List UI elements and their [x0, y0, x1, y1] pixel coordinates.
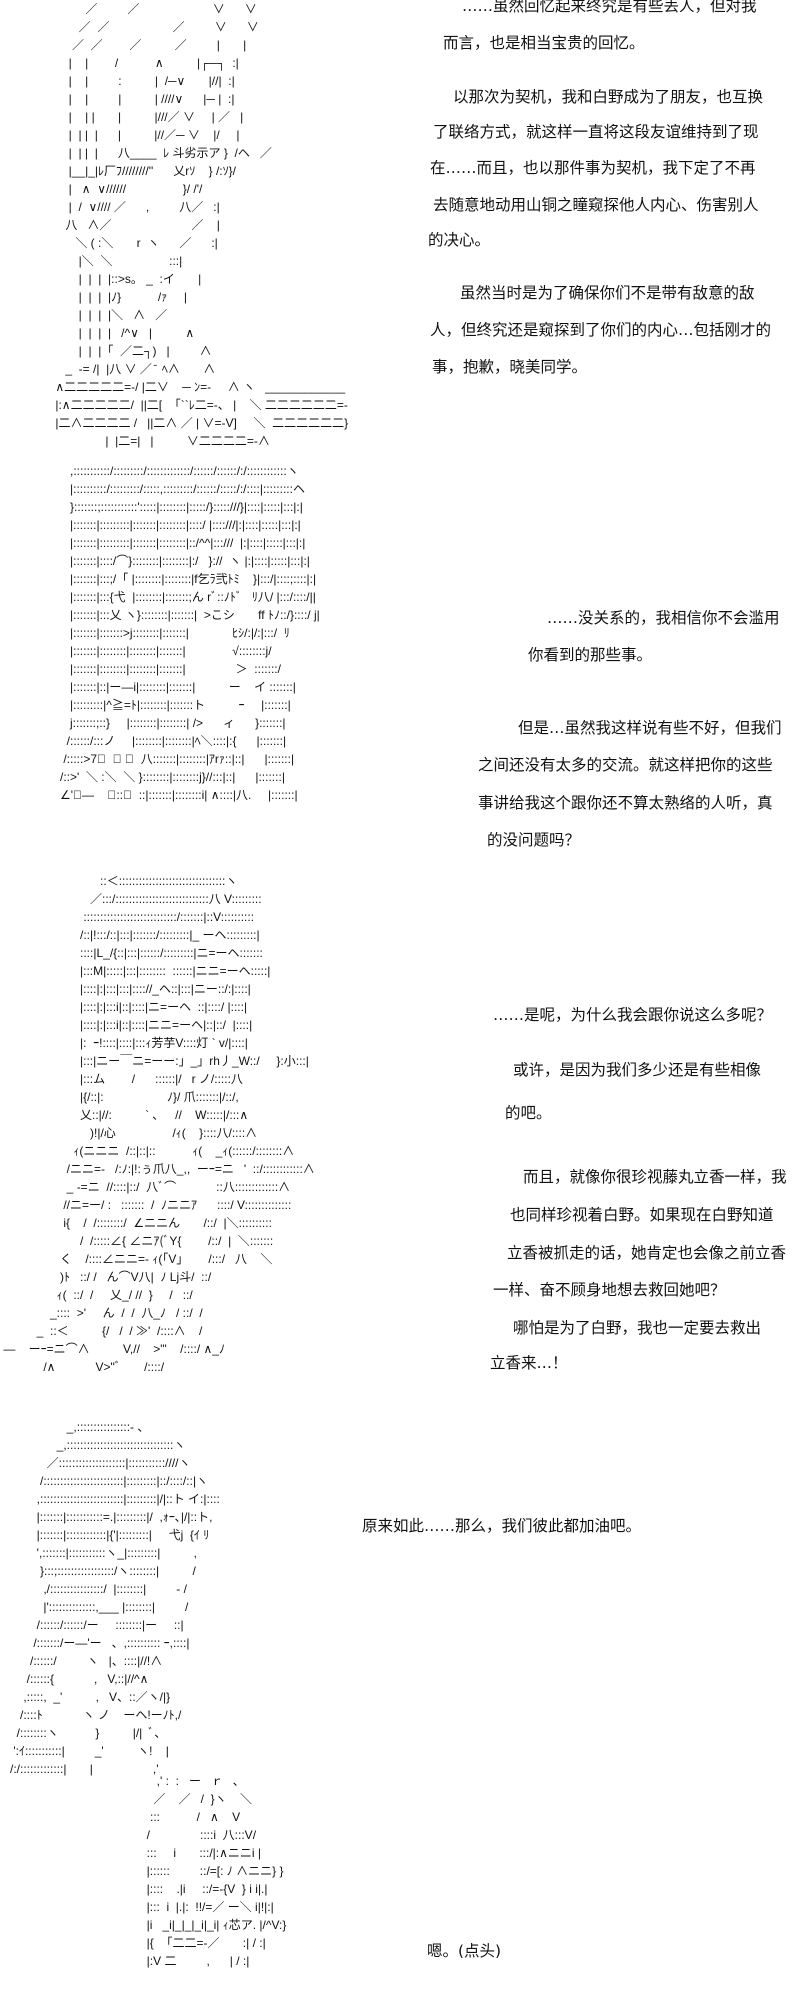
dialogue-line: 一样、奋不顾身地想去救回她吧？ — [493, 1281, 726, 1299]
dialogue-line: 而且，就像你很珍视藤丸立香一样，我 — [523, 1168, 787, 1186]
dialogue-line: 的没问题吗？ — [487, 831, 581, 849]
dialogue-line: 的决心。 — [428, 231, 491, 249]
dialogue-line: ……虽然回忆起来终究是有些丢人，但对我 — [462, 0, 757, 15]
dialogue-line: 人，但终究还是窥探到了你们的内心…包括刚才的 — [430, 321, 772, 339]
dialogue-line: 或许，是因为我们多少还是有些相像 — [513, 1061, 762, 1079]
dialogue-line: 了联络方式，就这样一直将这段友谊维持到了现 — [433, 123, 759, 141]
dialogue-line: 的吧。 — [505, 1104, 552, 1122]
ascii-art-panel-4: _,::::::::::::::::- 、 _,::::::::::::::::… — [10, 1420, 220, 1776]
dialogue-line: ……是呢，为什么我会跟你说这么多呢？ — [493, 1006, 773, 1024]
dialogue-line: 嗯。(点头) — [427, 1942, 502, 1960]
ascii-art-panel-2: ,:::::::::::/:::::::::/:::::::::::::/:::… — [60, 464, 320, 802]
dialogue-line: 在……而且，也以那件事为契机，我下定了不再 — [430, 159, 756, 177]
dialogue-line: 你看到的那些事。 — [528, 646, 653, 664]
dialogue-line: 立香被抓走的话，她肯定也会像之前立香 — [507, 1244, 787, 1262]
dialogue-line: 事讲给我这个跟你还不算太熟络的人听，真 — [478, 794, 773, 812]
dialogue-line: 以那次为契机，我和白野成为了朋友，也互换 — [453, 88, 764, 106]
ascii-art-panel-1: ／ ／ ∨ ∨ ／ ／ ／ ∨ ∨ ／ ／ ／ ／ | | | | / ∧ |┌… — [55, 2, 349, 448]
dialogue-line: 事，抱歉，晓美同学。 — [432, 358, 588, 376]
dialogue-line: 立香来…！ — [490, 1354, 568, 1372]
dialogue-line: 虽然当时是为了确保你们不是带有敌意的敌 — [460, 284, 755, 302]
dialogue-line: 去随意地动用山铜之瞳窥探他人内心、伤害别人 — [433, 196, 759, 214]
dialogue-line: 原来如此……那么，我们彼此都加油吧。 — [362, 1517, 642, 1535]
dialogue-line: 也同样珍视着白野。如果现在白野知道 — [510, 1206, 774, 1224]
ascii-art-panel-5: ,' : : ー ｒ ､ ／ ／ / }ヽ ＼ ::: / ∧ V / ::::… — [146, 1774, 287, 1968]
dialogue-line: 而言，也是相当宝贵的回忆。 — [443, 34, 645, 52]
dialogue-line: 哪怕是为了白野，我也一定要去救出 — [513, 1319, 762, 1337]
dialogue-line: 但是…虽然我这样说有些不好，但我们 — [518, 719, 782, 737]
dialogue-line: ……没关系的，我相信你不会滥用 — [547, 609, 780, 627]
ascii-art-panel-3: ::＜::::::::::::::::::::::::::::::::ヽ ／::… — [3, 874, 315, 1374]
dialogue-line: 之间还没有太多的交流。就这样把你的这些 — [478, 756, 773, 774]
